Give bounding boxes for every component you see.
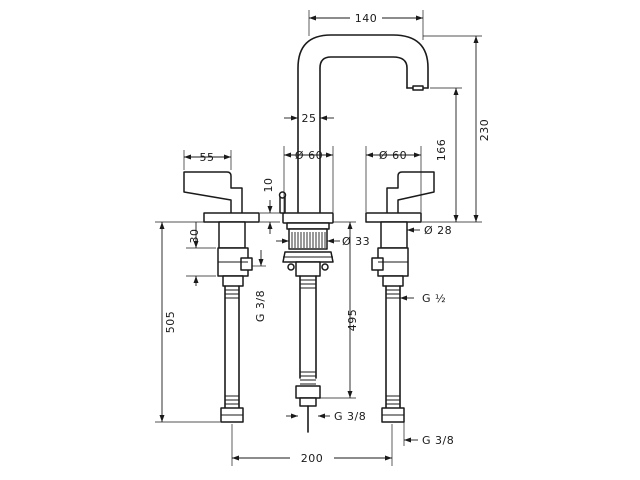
center-hose-crimp-top [300,279,316,289]
left-hose-crimp-top [225,289,239,299]
center-hose-crimp-bottom [300,371,316,385]
left-handle [183,171,260,287]
dim-base-thickness: 30 [188,229,201,244]
dim-hose-length-left: 505 [164,311,177,334]
right-hose-crimp-bottom [386,395,400,405]
center-hose [295,275,321,433]
dim-spout-height-total: 230 [478,119,491,142]
dim-thread-right-bottom: G 3/8 [422,434,454,447]
dim-mounting-hole-right: Ø 28 [424,224,452,237]
dim-thread-center-bottom: G 3/8 [334,410,366,423]
center-thread-hatching [291,232,326,248]
dim-base-plate-height: 10 [262,178,275,193]
dimension-labels: 140 230 166 25 Ø 60 55 Ø 60 10 30 Ø 33 Ø… [164,12,491,465]
spout [297,34,429,213]
dim-thread-left: G 3/8 [254,290,267,322]
dim-spout-width: 25 [302,112,317,125]
right-hose [381,285,405,423]
dim-thread-right-valve: G ½ [422,292,446,305]
right-handle [365,171,435,287]
dim-center-spacing: 200 [301,452,324,465]
left-hose-crimp-bottom [225,395,239,405]
dim-mounting-hole-left: Ø 33 [342,235,370,248]
right-hose-crimp-top [386,289,400,299]
left-hose [220,285,244,423]
dim-hose-length-center: 495 [346,309,359,332]
dim-spout-base-diameter: Ø 60 [295,149,323,162]
dim-spout-height: 166 [435,139,448,162]
dim-handle-length: 55 [200,151,215,164]
dimension-lines [155,10,482,466]
center-base [278,191,334,277]
dim-handle-base-diameter: Ø 60 [379,149,407,162]
dim-spout-reach: 140 [355,12,378,25]
